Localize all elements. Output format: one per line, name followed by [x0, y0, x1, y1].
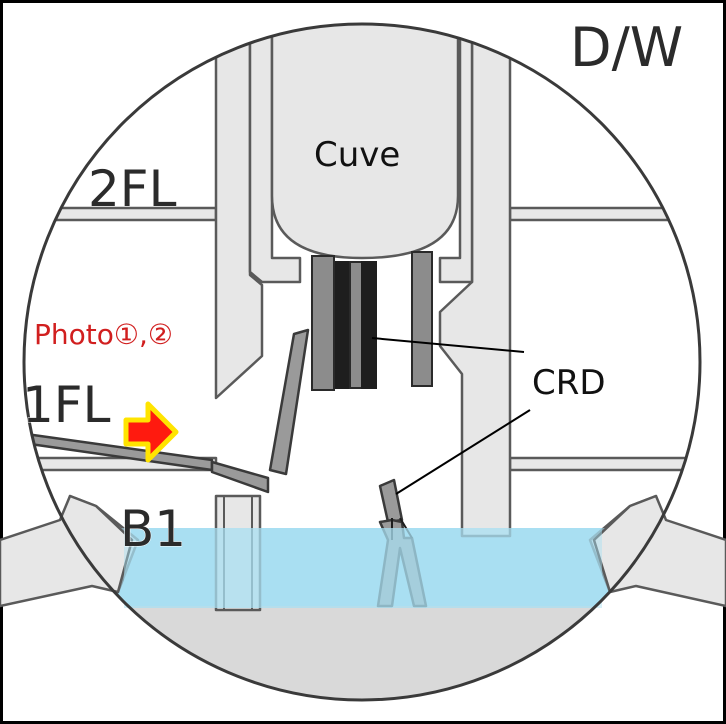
crd-leader-lower [395, 409, 531, 495]
label-1fl: 1FL [22, 376, 111, 434]
penetration-right-outer [592, 494, 726, 608]
pedestal-wall-left [214, 24, 264, 400]
label-b1: B1 [120, 500, 186, 558]
label-photo: Photo①,② [34, 318, 173, 351]
penetration-left-outer [0, 494, 134, 608]
water-band [124, 528, 602, 608]
crd-housing-4 [361, 261, 377, 389]
grating-sag [210, 460, 270, 494]
grating-tilted [268, 328, 310, 476]
reactor-vessel [270, 24, 460, 260]
crd-housing-2 [335, 261, 351, 389]
pedestal-wall-right [438, 24, 512, 538]
label-2fl: 2FL [88, 160, 177, 218]
containment-outline [22, 22, 702, 702]
crd-leader-upper [371, 337, 525, 353]
shield-wall-right [438, 24, 474, 284]
label-crd: CRD [532, 363, 606, 403]
crd-housing-3 [349, 261, 363, 389]
label-drywell: D/W [570, 16, 683, 79]
photo-arrow-icon [123, 401, 179, 463]
crd-housing-5 [411, 251, 433, 387]
label-vessel: Cuve [314, 135, 400, 175]
water-overlay [24, 528, 700, 608]
crd-housing-1 [311, 255, 335, 391]
